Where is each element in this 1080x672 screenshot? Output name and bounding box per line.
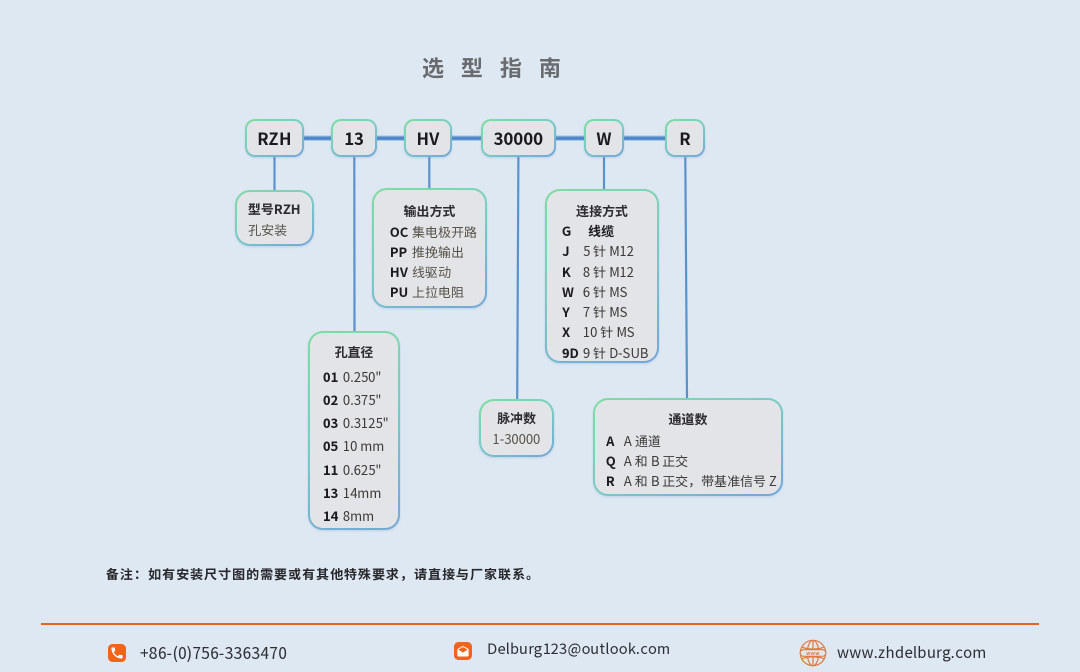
svg-text:www: www [806, 650, 820, 657]
